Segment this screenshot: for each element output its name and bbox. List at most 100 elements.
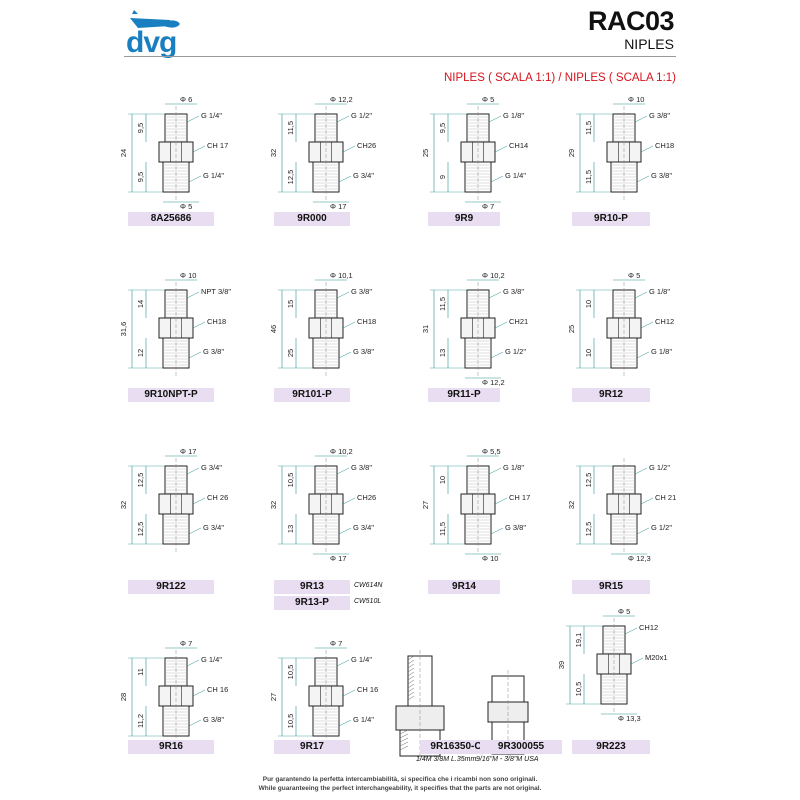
callout-1: CH 17 [207, 141, 228, 150]
dim-top-diameter: Φ 5 [628, 271, 640, 280]
footer-line-2: While guaranteeing the perfect interchan… [258, 785, 542, 792]
part-code: 9R000 [274, 212, 350, 226]
callout-2: G 3/4" [353, 171, 374, 180]
callout-1: CH12 [655, 317, 674, 326]
callout-0: G 3/8" [351, 287, 372, 296]
callout-2: G 1/8" [651, 347, 672, 356]
callout-0: G 3/8" [649, 111, 670, 120]
dim-total: 32 [269, 501, 278, 509]
dim-lower: 11,5 [584, 170, 593, 184]
dim-upper: 12,5 [136, 473, 145, 488]
callout-0: G 1/4" [201, 655, 222, 664]
dim-top-diameter: Φ 10 [180, 271, 196, 280]
catalog-subtitle: NIPLES [624, 36, 674, 52]
dim-total: 31 [421, 325, 430, 333]
dim-upper: 11 [136, 668, 145, 676]
dim-top-diameter: Φ 7 [330, 639, 342, 648]
dim-upper: 10 [438, 476, 447, 484]
dim-lower: 13 [438, 349, 447, 357]
callout-1: CH21 [509, 317, 528, 326]
dim-lower: 10,5 [574, 682, 583, 697]
scale-note: NIPLES ( SCALA 1:1) / NIPLES ( SCALA 1:1… [443, 72, 676, 84]
callout-2: G 3/8" [651, 171, 672, 180]
part-subtitle-alt: CW510L [354, 598, 382, 605]
dim-lower: 11,5 [438, 522, 447, 536]
dim-top-diameter: Φ 10 [628, 95, 644, 104]
dim-lower: 11,2 [136, 714, 145, 728]
callout-2: G 3/8" [353, 347, 374, 356]
dim-top-diameter: Φ 17 [180, 447, 196, 456]
dim-top-diameter: Φ 5 [618, 607, 630, 616]
dim-lower: 12,5 [286, 170, 295, 185]
dim-total: 31,6 [119, 322, 128, 337]
part-code: 9R9 [428, 212, 500, 226]
dim-top-diameter: Φ 5,5 [482, 447, 501, 456]
part-subtitle: CW614N [354, 582, 383, 589]
callout-0: G 3/4" [201, 463, 222, 472]
callout-2: G 1/2" [651, 523, 672, 532]
dim-top-diameter: Φ 10,2 [330, 447, 353, 456]
dim-upper: 19,1 [574, 633, 583, 648]
footer-line-1: Pur garantendo la perfetta intercambiabi… [262, 776, 538, 783]
dim-total: 27 [421, 501, 430, 509]
dim-bottom-diameter: Φ 7 [482, 202, 494, 211]
dim-total: 24 [119, 149, 128, 157]
dim-top-diameter: Φ 10,1 [330, 271, 353, 280]
callout-2: G 1/4" [505, 171, 526, 180]
brand-logo: dvg [126, 26, 177, 59]
dim-total: 29 [567, 149, 576, 157]
part-code: 9R13 [274, 580, 350, 594]
callout-2: G 1/2" [505, 347, 526, 356]
dim-upper: 10,5 [286, 665, 295, 680]
dim-upper: 11,5 [286, 121, 295, 135]
dim-total: 32 [269, 149, 278, 157]
callout-2: G 3/4" [203, 523, 224, 532]
callout-0: G 1/8" [503, 111, 524, 120]
callout-0: G 1/4" [201, 111, 222, 120]
dim-total: 32 [119, 501, 128, 509]
callout-1: CH18 [207, 317, 226, 326]
dim-top-diameter: Φ 7 [180, 639, 192, 648]
callout-2: G 1/4" [353, 715, 374, 724]
part-code: 9R300055 [480, 740, 562, 754]
dim-total: 39 [557, 661, 566, 669]
part-code: 9R223 [572, 740, 650, 754]
dim-total: 27 [269, 693, 278, 701]
dim-bottom-diameter: Φ 12,3 [628, 554, 651, 563]
dim-upper: 15 [286, 300, 295, 308]
part-code: 9R11-P [428, 388, 500, 402]
dim-lower: 10 [584, 349, 593, 357]
callout-1: CH14 [509, 141, 528, 150]
dim-top-diameter: Φ 12,2 [330, 95, 353, 104]
callout-1: CH26 [357, 141, 376, 150]
dim-top-diameter: Φ 6 [180, 95, 192, 104]
dim-upper: 10 [584, 300, 593, 308]
callout-2: G 3/8" [203, 715, 224, 724]
part-code: 9R15 [572, 580, 650, 594]
header-divider [124, 56, 676, 57]
part-subtitle: 1/4M 3/8M L.35mm [416, 756, 477, 763]
dvg-logo-mark [130, 10, 180, 28]
dim-bottom-diameter: Φ 10 [482, 554, 498, 563]
part-code: 9R101-P [274, 388, 350, 402]
callout-1: CH 16 [357, 685, 378, 694]
dim-lower: 12,5 [136, 522, 145, 537]
callout-1: CH 17 [509, 493, 530, 502]
callout-2: G 3/8" [203, 347, 224, 356]
callout-2: G 3/4" [353, 523, 374, 532]
callout-0: G 1/4" [351, 655, 372, 664]
